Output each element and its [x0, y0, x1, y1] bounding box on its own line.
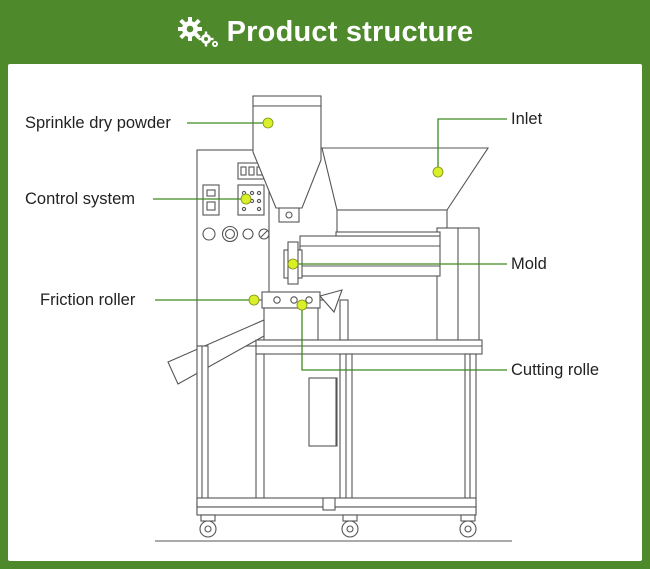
- control-cabinet: [196, 149, 270, 347]
- marker-dot: [296, 299, 308, 311]
- electrical-box: [308, 377, 338, 447]
- caster-wheel: [199, 520, 217, 538]
- marker-dot: [287, 258, 299, 270]
- label-cutting-rolle: Cutting rolle: [511, 361, 600, 379]
- label-inlet: Inlet: [511, 110, 543, 128]
- marker-dot: [262, 117, 274, 129]
- knob: [202, 227, 216, 241]
- discharge-chute: [167, 319, 265, 385]
- knob: [221, 225, 239, 243]
- caster-wheel: [459, 520, 477, 538]
- label-sprinkle-dry-powder: Sprinkle dry powder: [25, 114, 171, 132]
- table-top: [255, 339, 483, 355]
- label-control-system: Control system: [25, 190, 136, 208]
- inlet-neck: [336, 209, 448, 235]
- powder-hopper: [252, 105, 322, 209]
- knob: [242, 228, 254, 240]
- label-friction-roller: Friction roller: [40, 291, 136, 309]
- inlet-hopper: [321, 147, 490, 211]
- leader-line-inlet: [437, 118, 507, 172]
- marker-dot: [432, 166, 444, 178]
- control-panel-right: [237, 184, 265, 216]
- diagram-panel: [8, 64, 642, 561]
- marker-dot: [248, 294, 260, 306]
- powder-hopper-top: [252, 95, 322, 107]
- extrusion-chamber: [299, 235, 441, 277]
- header-bar: Product structure: [0, 0, 650, 64]
- knob: [258, 228, 270, 240]
- title-group: Product structure: [177, 15, 474, 49]
- label-mold: Mold: [511, 255, 547, 273]
- marker-dot: [240, 193, 252, 205]
- control-panel-left: [202, 184, 220, 216]
- leader-line-cutting: [301, 305, 507, 371]
- gears-icon: [177, 17, 218, 47]
- bottom-rail: [196, 497, 477, 508]
- caster-wheel: [341, 520, 359, 538]
- page-title: Product structure: [226, 15, 474, 48]
